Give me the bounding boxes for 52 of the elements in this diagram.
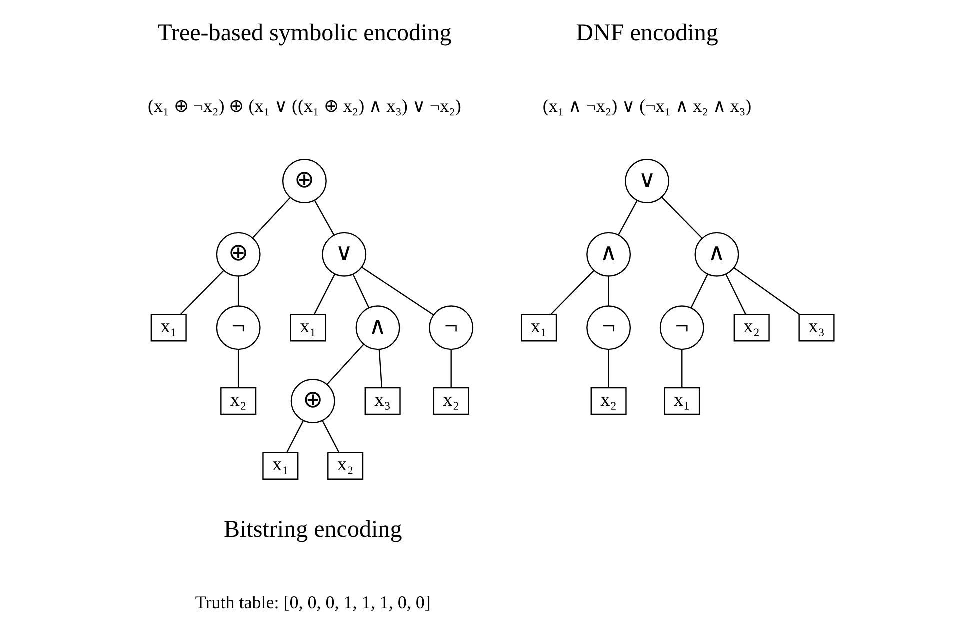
- node-box: x₂: [433, 387, 470, 416]
- connector: [690, 274, 708, 308]
- node-box: x₂: [590, 387, 627, 416]
- node-circle: ⊕: [216, 232, 261, 277]
- connector: [608, 276, 610, 306]
- node-box: x₁: [150, 314, 187, 342]
- label: Tree-based symbolic encoding: [158, 20, 452, 47]
- connector: [238, 350, 240, 388]
- node-circle: ⊕: [290, 379, 336, 424]
- connector: [314, 200, 335, 236]
- connector: [726, 274, 746, 315]
- node-circle: ¬: [429, 306, 474, 350]
- node-box: x₁: [262, 452, 299, 480]
- node-box: x₁: [521, 314, 558, 342]
- connector: [734, 268, 800, 315]
- label: (x₁ ∧ ¬x₂) ∨ (¬x₁ ∧ x₂ ∧ x₃): [542, 96, 752, 116]
- node-circle: ¬: [216, 306, 261, 350]
- label: DNF encoding: [576, 20, 718, 47]
- node-box: x₃: [364, 387, 401, 416]
- label: (x₁ ⊕ ¬x₂) ⊕ (x₁ ∨ ((x₁ ⊕ x₂) ∧ x₃) ∨ ¬x₂): [148, 96, 462, 116]
- node-circle: ∧: [356, 306, 400, 350]
- node-box: x₁: [664, 387, 700, 416]
- node-circle: ∧: [694, 232, 740, 277]
- connector: [608, 350, 610, 388]
- node-circle: ∧: [586, 232, 632, 277]
- label: Bitstring encoding: [224, 517, 402, 544]
- connector: [378, 350, 383, 388]
- connector: [286, 420, 304, 453]
- connector: [662, 197, 703, 239]
- node-box: x₃: [798, 314, 835, 342]
- connector: [362, 267, 434, 316]
- node-circle: ∨: [625, 159, 670, 204]
- node-circle: ¬: [586, 306, 632, 350]
- connector: [252, 197, 291, 238]
- connector: [322, 420, 340, 453]
- connector: [326, 344, 364, 386]
- node-box: x₂: [734, 314, 770, 342]
- node-circle: ∨: [322, 232, 367, 277]
- connector: [450, 350, 452, 388]
- node-circle: ¬: [660, 306, 704, 350]
- connector: [314, 274, 336, 315]
- connector: [352, 274, 370, 308]
- label: Truth table: [0, 0, 0, 1, 1, 1, 0, 0]: [195, 592, 431, 613]
- node-box: x₁: [290, 314, 326, 342]
- connector: [180, 270, 224, 315]
- connector: [238, 276, 240, 306]
- node-box: x₂: [220, 387, 257, 416]
- node-box: x₂: [328, 452, 364, 480]
- connector: [618, 200, 638, 236]
- connector: [550, 270, 594, 315]
- connector: [682, 350, 683, 388]
- node-circle: ⊕: [282, 159, 327, 204]
